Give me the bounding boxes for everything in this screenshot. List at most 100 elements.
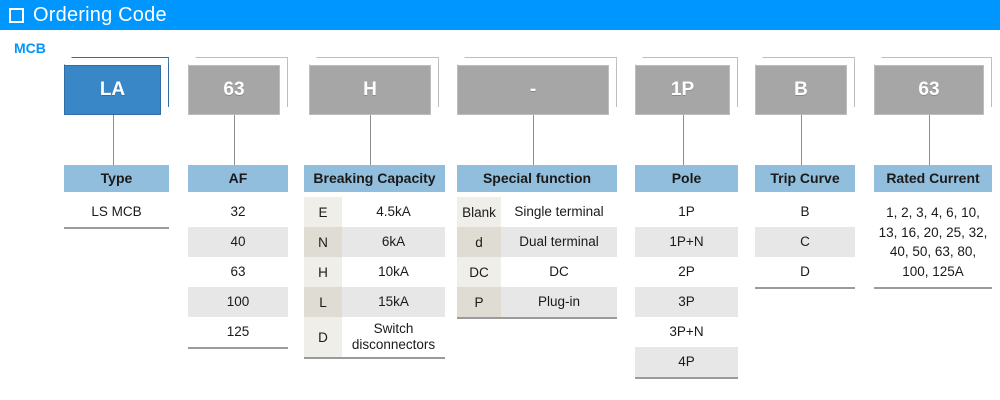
table-row[interactable]: DC DC	[457, 257, 617, 287]
row-description: 15kA	[378, 293, 409, 309]
row-value: B	[800, 203, 810, 219]
table-row[interactable]: 100	[188, 287, 288, 317]
row-value: 100	[226, 293, 250, 309]
table-row[interactable]: H 10kA	[304, 257, 445, 287]
row-code: D	[304, 317, 342, 358]
code-box-2[interactable]: H	[309, 57, 439, 115]
row-description: 10kA	[378, 263, 409, 279]
row-value: 40	[230, 233, 246, 249]
code-box-6[interactable]: 63	[874, 57, 992, 115]
code-box-label: -	[457, 65, 609, 115]
table-row[interactable]: N 6kA	[304, 227, 445, 257]
row-code: DC	[457, 257, 501, 287]
row-value: 63	[230, 263, 246, 279]
code-box-4[interactable]: 1P	[635, 57, 738, 115]
table-row[interactable]: D	[755, 257, 855, 287]
row-description: Plug-in	[537, 293, 581, 309]
code-box-3[interactable]: -	[457, 57, 617, 115]
table-row[interactable]: D Switch disconnectors	[304, 317, 445, 358]
row-value: 3P+N	[669, 323, 704, 339]
row-value: LS MCB	[91, 203, 142, 219]
column-header: Type	[64, 165, 169, 192]
row-code: Blank	[457, 197, 501, 227]
row-value: C	[800, 233, 810, 249]
table-row[interactable]: 4P	[635, 347, 738, 377]
row-code: H	[304, 257, 342, 287]
row-code: N	[304, 227, 342, 257]
checkbox-outline-icon	[9, 7, 24, 23]
column-body: 32 40 63 100 125	[188, 197, 288, 349]
code-box-label: 1P	[635, 65, 730, 115]
code-box-5[interactable]: B	[755, 57, 855, 115]
column-header: Trip Curve	[755, 165, 855, 192]
code-box-top-bevel	[309, 57, 439, 65]
row-value: D	[800, 263, 810, 279]
column-body: LS MCB	[64, 197, 169, 229]
code-box-label: 63	[874, 65, 984, 115]
row-description: Switch disconnectors	[351, 321, 436, 353]
row-value: 1P	[678, 203, 695, 219]
code-box-top-bevel	[188, 57, 288, 65]
connector-line-5	[801, 115, 802, 165]
column-header: Special function	[457, 165, 617, 192]
table-row[interactable]: 2P	[635, 257, 738, 287]
table-row[interactable]: 3P+N	[635, 317, 738, 347]
row-description: DC	[549, 263, 569, 279]
table-row[interactable]: 1P	[635, 197, 738, 227]
page-title: Ordering Code	[33, 4, 167, 26]
rated-current-values: 1, 2, 3, 4, 6, 10, 13, 16, 20, 25, 32, 4…	[878, 205, 988, 279]
code-box-strip: LA 63 H-1P B 63	[0, 57, 1000, 119]
connector-line-1	[234, 115, 235, 165]
connector-line-2	[370, 115, 371, 165]
column-header: Rated Current	[874, 165, 992, 192]
code-box-0[interactable]: LA	[64, 57, 169, 115]
table-row[interactable]: 40	[188, 227, 288, 257]
code-box-top-bevel	[874, 57, 992, 65]
row-code: E	[304, 197, 342, 227]
row-description: 4.5kA	[376, 203, 411, 219]
table-row[interactable]: C	[755, 227, 855, 257]
table-row[interactable]: 32	[188, 197, 288, 227]
table-row[interactable]: P Plug-in	[457, 287, 617, 317]
row-description: Dual terminal	[519, 233, 599, 249]
connector-line-0	[113, 115, 114, 165]
column-pole: Pole 1P 1P+N 2P 3P 3P+N 4P	[635, 165, 738, 379]
column-rated-current: Rated Current 1, 2, 3, 4, 6, 10, 13, 16, …	[874, 165, 992, 290]
table-row[interactable]: 63	[188, 257, 288, 287]
table-row[interactable]: 3P	[635, 287, 738, 317]
code-box-label: LA	[64, 65, 161, 115]
table-row[interactable]: L 15kA	[304, 287, 445, 317]
column-header: Pole	[635, 165, 738, 192]
row-value: 125	[226, 323, 250, 339]
ordering-code-title-bar: Ordering Code	[0, 0, 1000, 30]
column-header: Breaking Capacity	[304, 165, 445, 192]
code-box-top-bevel	[64, 57, 169, 65]
column-body: E 4.5kA N 6kA H 10kA L 15kA D Switch disconnector…	[304, 197, 445, 360]
row-code: L	[304, 287, 342, 317]
table-row[interactable]: B	[755, 197, 855, 227]
row-value: 32	[230, 203, 246, 219]
row-description: 6kA	[381, 233, 406, 249]
code-box-top-bevel	[635, 57, 738, 65]
row-code: P	[457, 287, 501, 317]
row-value: 3P	[678, 293, 695, 309]
code-box-1[interactable]: 63	[188, 57, 288, 115]
table-row[interactable]: 1P+N	[635, 227, 738, 257]
row-value: 4P	[678, 353, 695, 369]
table-row[interactable]: 125	[188, 317, 288, 347]
connector-line-4	[683, 115, 684, 165]
code-box-label: 63	[188, 65, 280, 115]
table-row[interactable]: LS MCB	[64, 197, 169, 227]
row-value: 1P+N	[669, 233, 704, 249]
code-box-label: B	[755, 65, 847, 115]
code-box-top-bevel	[457, 57, 617, 65]
column-body: 1, 2, 3, 4, 6, 10, 13, 16, 20, 25, 32, 4…	[874, 197, 992, 290]
table-row[interactable]: E 4.5kA	[304, 197, 445, 227]
